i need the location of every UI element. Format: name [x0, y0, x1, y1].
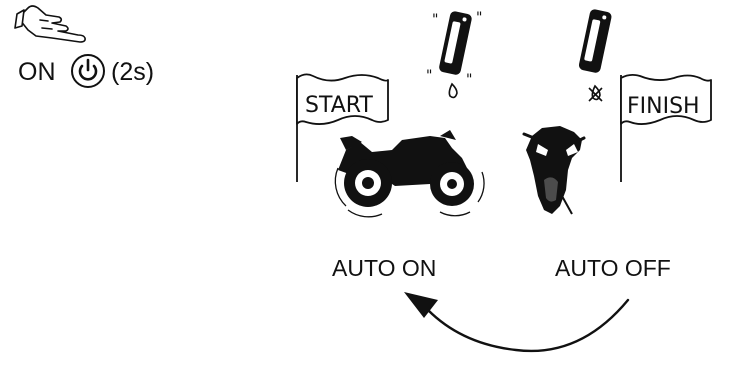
on-text: ON	[18, 58, 56, 86]
start-label: START	[305, 93, 373, 118]
finish-flag: FINISH	[620, 73, 712, 182]
auto-off-label: AUTO OFF	[555, 255, 671, 281]
start-flag: START	[296, 73, 389, 182]
power-button-icon	[71, 54, 105, 88]
pointing-hand-icon	[14, 5, 86, 43]
svg-text:": "	[476, 10, 482, 26]
motorcycle-riding-icon	[334, 130, 485, 218]
device-with-no-water-icon	[578, 9, 612, 102]
finish-label: FINISH	[627, 94, 700, 119]
svg-text:": "	[432, 12, 438, 28]
auto-on-label: AUTO ON	[332, 255, 436, 281]
svg-text:": "	[466, 72, 472, 88]
motorcycle-parked-icon	[522, 126, 586, 215]
device-with-water-drop-icon: " " " "	[426, 10, 482, 99]
svg-text:": "	[426, 68, 432, 84]
duration-text: (2s)	[111, 58, 154, 86]
curved-arrow-icon	[404, 292, 630, 353]
